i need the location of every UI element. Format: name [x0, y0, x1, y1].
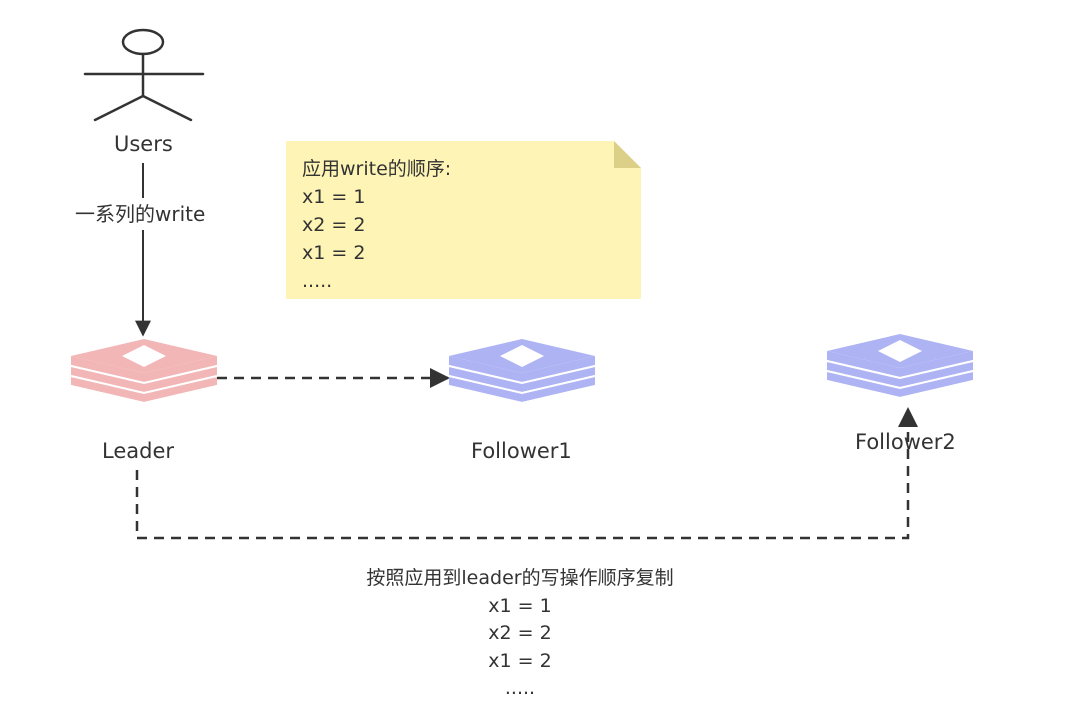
note-line: x1 = 1	[302, 186, 366, 208]
leader-server-icon	[70, 339, 218, 405]
server-slab-divider	[826, 380, 974, 400]
server-slab	[449, 376, 595, 402]
follower1-server-icon	[448, 339, 596, 405]
server-slab-divider	[448, 375, 596, 395]
leader-label: Leader	[102, 439, 175, 463]
note-line: x1 = 2	[302, 242, 366, 264]
edge-leader-to-follower2	[135, 407, 918, 540]
server-top-mark	[878, 340, 922, 362]
user-actor-icon	[83, 28, 205, 122]
replication-line: .....	[504, 677, 536, 699]
replication-line: x1 = 1	[488, 594, 552, 617]
sticky-note: 应用write的顺序: x1 = 1 x2 = 2 x1 = 2 .....	[286, 141, 641, 299]
server-top-mark	[500, 345, 544, 367]
server-slab	[449, 366, 595, 392]
server-top-mark	[122, 345, 166, 367]
server-slab	[71, 366, 217, 392]
note-line: x2 = 2	[302, 214, 366, 236]
follower1-label: Follower1	[471, 439, 572, 463]
server-slab-divider	[70, 385, 218, 405]
note-line: 应用write的顺序:	[302, 158, 452, 180]
server-slab-divider	[70, 375, 218, 395]
server-slab-divider	[826, 360, 974, 380]
server-slab-divider	[70, 365, 218, 385]
write-edge-label: 一系列的write	[73, 202, 208, 226]
server-slab	[827, 371, 973, 397]
replication-caption: 按照应用到leader的写操作顺序复制 x1 = 1 x2 = 2 x1 = 2…	[290, 565, 750, 703]
follower2-server-icon	[826, 334, 974, 400]
server-slab	[449, 356, 595, 382]
note-line: .....	[302, 270, 333, 292]
server-slab	[827, 361, 973, 387]
replication-line: x1 = 2	[488, 649, 552, 672]
server-slab	[71, 376, 217, 402]
server-slab-divider	[448, 385, 596, 405]
replication-line: 按照应用到leader的写操作顺序复制	[366, 567, 674, 589]
server-slab	[71, 356, 217, 382]
server-slab-divider	[826, 370, 974, 390]
follower2-label: Follower2	[855, 430, 956, 454]
server-slab	[827, 351, 973, 377]
actor-label: Users	[114, 132, 173, 156]
replication-line: x2 = 2	[488, 622, 552, 644]
server-slab-divider	[448, 365, 596, 385]
